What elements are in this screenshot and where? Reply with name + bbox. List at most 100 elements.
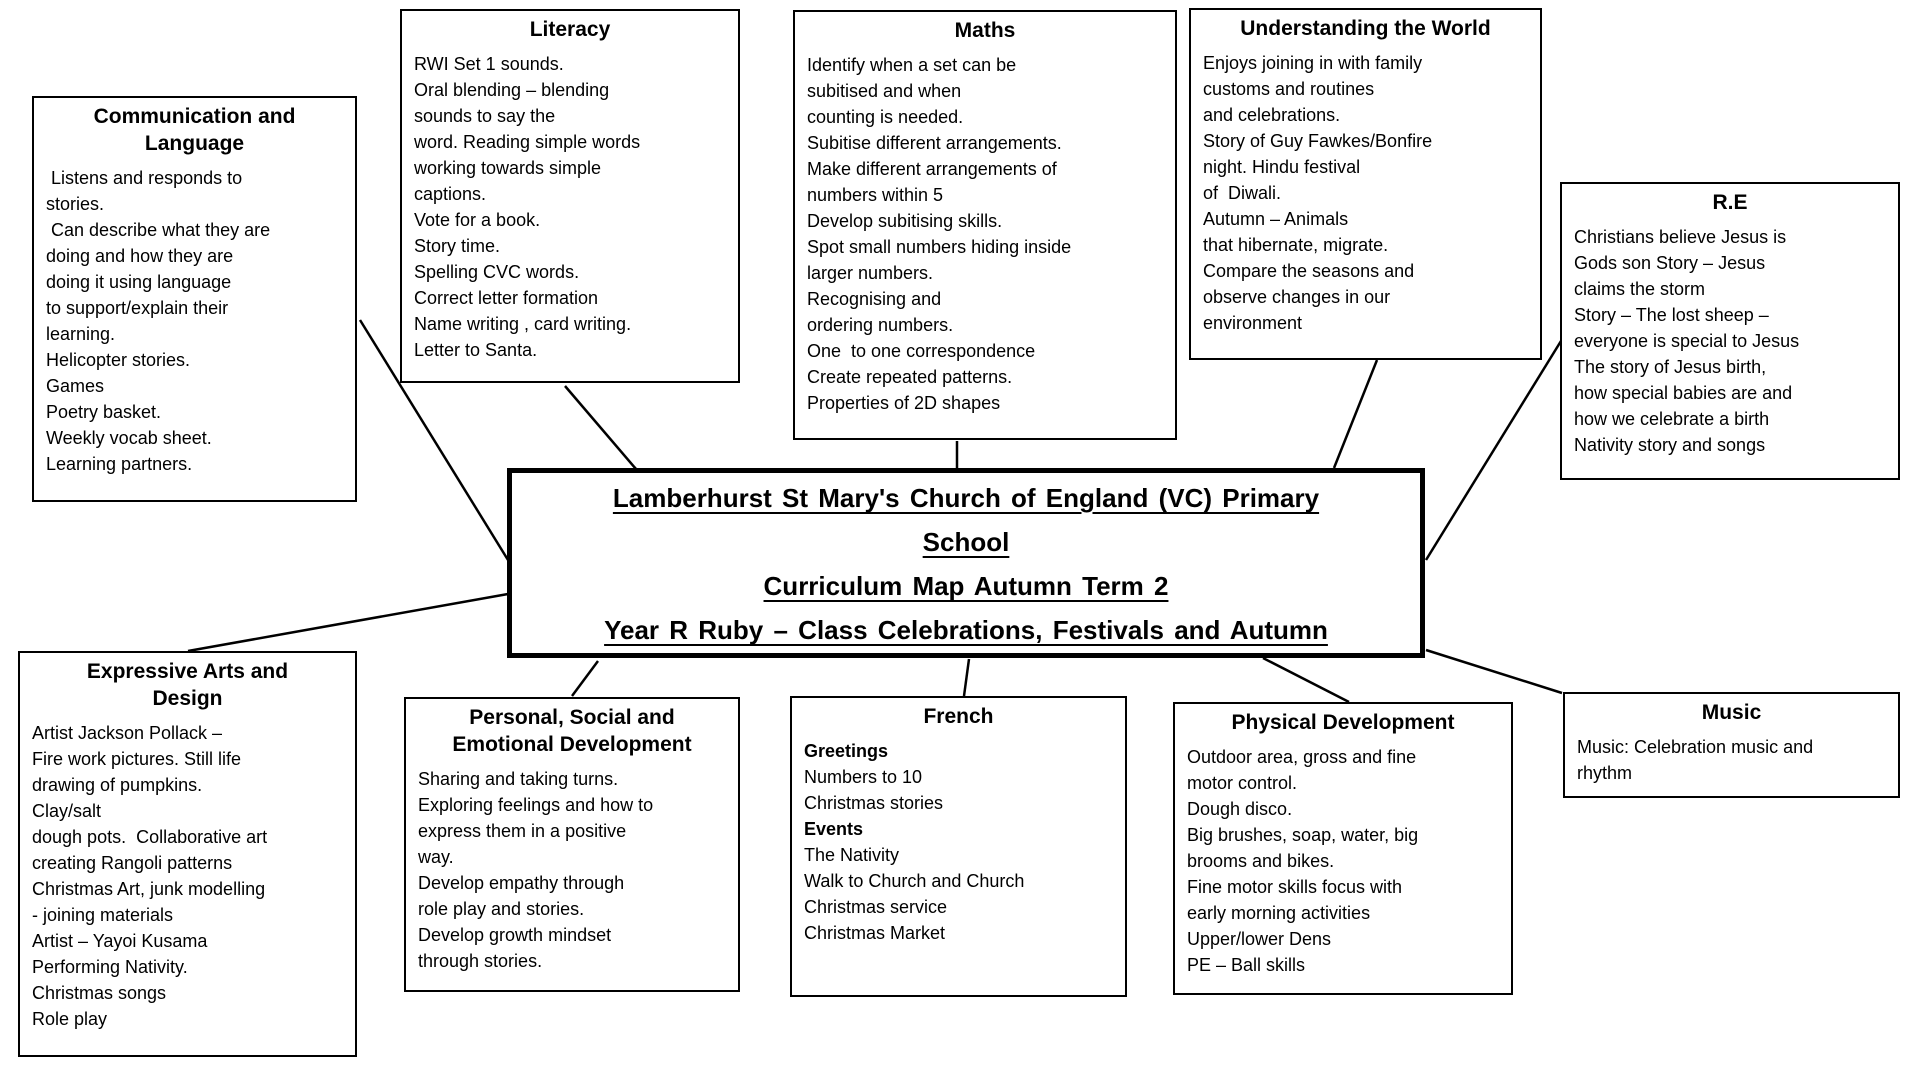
text-line: captions. [414, 184, 487, 204]
text-line: Fire work pictures. Still life [32, 749, 242, 769]
text-line: Numbers to 10 [804, 767, 923, 787]
connector-re [1424, 340, 1563, 561]
box-title: Literacy [529, 18, 611, 41]
text-line: Weekly vocab sheet. [46, 428, 212, 448]
connector-music [1425, 648, 1563, 695]
text-line: Story of Guy Fawkes/Bonfire [1203, 131, 1433, 151]
text-line: Artist Jackson Pollack – [32, 723, 223, 743]
text-line: way. [418, 847, 454, 867]
box-body: Enjoys joining in with family customs and… [1191, 48, 1540, 336]
text-line: Create repeated patterns. [807, 367, 1013, 387]
text-line: Properties of 2D shapes [807, 393, 1001, 413]
text-line: how we celebrate a birth [1574, 409, 1770, 429]
subject-box-expressive-arts-and-design: Expressive Arts and Design Artist Jackso… [18, 651, 357, 1057]
text-line: Story – The lost sheep – [1574, 305, 1769, 325]
text-line: Gods son Story – Jesus [1574, 253, 1766, 273]
text-line: Big brushes, soap, water, big [1187, 825, 1419, 845]
text-line: Lamberhurst St Mary's Church of England … [612, 483, 1320, 513]
central-title-box: Lamberhurst St Mary's Church of England … [507, 468, 1425, 658]
text-line: School [922, 527, 1010, 557]
subject-box-understanding-the-world: Understanding the World Enjoys joining i… [1189, 8, 1542, 360]
text-line: The story of Jesus birth, [1574, 357, 1767, 377]
text-line: Poetry basket. [46, 402, 162, 422]
subject-box-personal-social-emotional-development: Personal, Social and Emotional Developme… [404, 697, 740, 992]
text-line: and celebrations. [1203, 105, 1341, 125]
box-title: Communication and Language [93, 105, 296, 155]
text-line: Can describe what they are [46, 220, 271, 240]
text-line: observe changes in our [1203, 287, 1391, 307]
text-line: word. Reading simple words [414, 132, 641, 152]
text-line: night. Hindu festival [1203, 157, 1361, 177]
text-line: Spelling CVC words. [414, 262, 580, 282]
text-line: Story time. [414, 236, 501, 256]
text-line: larger numbers. [807, 263, 934, 283]
box-title: Maths [954, 19, 1016, 42]
connector-physical-development [1262, 656, 1350, 704]
text-line: Develop subitising skills. [807, 211, 1003, 231]
text-line: rhythm [1577, 763, 1633, 783]
text-line: claims the storm [1574, 279, 1706, 299]
text-line: that hibernate, migrate. [1203, 235, 1389, 255]
box-title: French [923, 705, 994, 728]
text-line: through stories. [418, 951, 543, 971]
text-line: motor control. [1187, 773, 1298, 793]
central-title-lines: Lamberhurst St Mary's Church of England … [512, 476, 1420, 652]
text-line: role play and stories. [418, 899, 585, 919]
text-line: Christmas Art, junk modelling [32, 879, 266, 899]
text-line: sounds to say the [414, 106, 556, 126]
text-line: Listens and responds to [46, 168, 243, 188]
subject-box-communication-and-language: Communication and Language Listens and r… [32, 96, 357, 502]
box-body: Sharing and taking turns.Exploring feeli… [406, 764, 738, 974]
text-line: Christmas Market [804, 923, 946, 943]
text-line: customs and routines [1203, 79, 1375, 99]
text-line: Games [46, 376, 105, 396]
text-line: Greetings [804, 741, 889, 761]
text-line: creating Rangoli patterns [32, 853, 233, 873]
text-line: Christmas stories [804, 793, 944, 813]
connector-personal-social-emotional-development [570, 660, 600, 697]
text-line: Upper/lower Dens [1187, 929, 1332, 949]
connector-literacy [564, 385, 637, 470]
box-title: Understanding the World [1240, 17, 1491, 40]
text-line: Christmas songs [32, 983, 167, 1003]
connector-understanding-the-world [1332, 359, 1379, 469]
text-line: drawing of pumpkins. [32, 775, 203, 795]
subject-box-literacy: Literacy RWI Set 1 sounds. Oral blending … [400, 9, 740, 383]
text-line: PE – Ball skills [1187, 955, 1306, 975]
text-line: RWI Set 1 sounds. [414, 54, 564, 74]
text-line: Spot small numbers hiding inside [807, 237, 1072, 257]
box-title: Music [1701, 701, 1762, 724]
text-line: Enjoys joining in with family [1203, 53, 1423, 73]
text-line: Curriculum Map Autumn Term 2 [763, 571, 1169, 601]
box-title: Personal, Social and Emotional Developme… [452, 706, 692, 756]
text-line: Christmas service [804, 897, 948, 917]
box-body: RWI Set 1 sounds. Oral blending – blendin… [402, 49, 738, 363]
text-line: Letter to Santa. [414, 340, 538, 360]
text-line: Christians believe Jesus is [1574, 227, 1787, 247]
text-line: Events [804, 819, 864, 839]
text-line: Year R Ruby – Class Celebrations, Festiv… [604, 615, 1328, 645]
text-line: Compare the seasons and [1203, 261, 1415, 281]
text-line: Develop empathy through [418, 873, 625, 893]
text-line: Dough disco. [1187, 799, 1293, 819]
text-line: learning. [46, 324, 116, 344]
text-line: Artist – Yayoi Kusama [32, 931, 208, 951]
text-line: Nativity story and songs [1574, 435, 1766, 455]
text-line: Fine motor skills focus with [1187, 877, 1403, 897]
text-line: to support/explain their [46, 298, 229, 318]
box-body: Christians believe Jesus is Gods son Stor… [1562, 222, 1898, 458]
text-line: The Nativity [804, 845, 900, 865]
text-line: doing and how they are [46, 246, 234, 266]
text-line: Oral blending – blending [414, 80, 610, 100]
connector-communication-and-language [358, 319, 510, 561]
text-line: Subitise different arrangements. [807, 133, 1062, 153]
text-line: Make different arrangements of [807, 159, 1057, 179]
text-line: brooms and bikes. [1187, 851, 1335, 871]
text-line: Correct letter formation [414, 288, 599, 308]
connector-expressive-arts-and-design [187, 592, 509, 653]
box-title: Physical Development [1231, 711, 1455, 734]
